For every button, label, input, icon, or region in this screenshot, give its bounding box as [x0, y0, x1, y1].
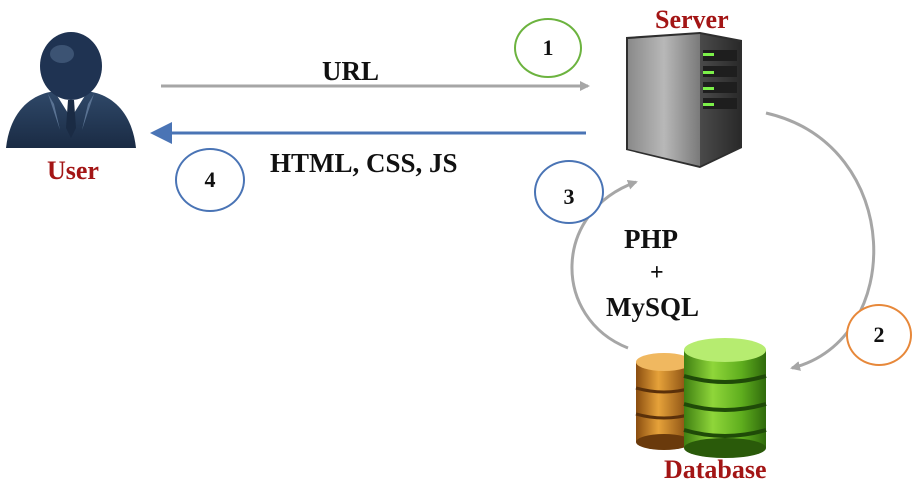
mysql-label: MySQL: [606, 292, 700, 322]
user-label: User: [47, 156, 99, 185]
user-icon: [6, 32, 136, 148]
server-icon: [626, 32, 742, 168]
php-label: PHP: [624, 224, 678, 254]
plus-label: +: [650, 260, 664, 286]
query-arrow: [765, 111, 876, 371]
response-label: HTML, CSS, JS: [270, 148, 458, 178]
database-label: Database: [664, 455, 767, 484]
step-4-badge: 4: [175, 148, 245, 212]
result-arrow: [570, 179, 638, 350]
server-label: Server: [655, 5, 729, 34]
step-2-badge: 2: [846, 304, 912, 366]
step-3-badge: 3: [534, 160, 604, 224]
step-1-badge: 1: [514, 18, 582, 78]
database-icon: [635, 338, 767, 458]
response-arrowhead: [150, 122, 172, 144]
url-label: URL: [322, 56, 380, 86]
